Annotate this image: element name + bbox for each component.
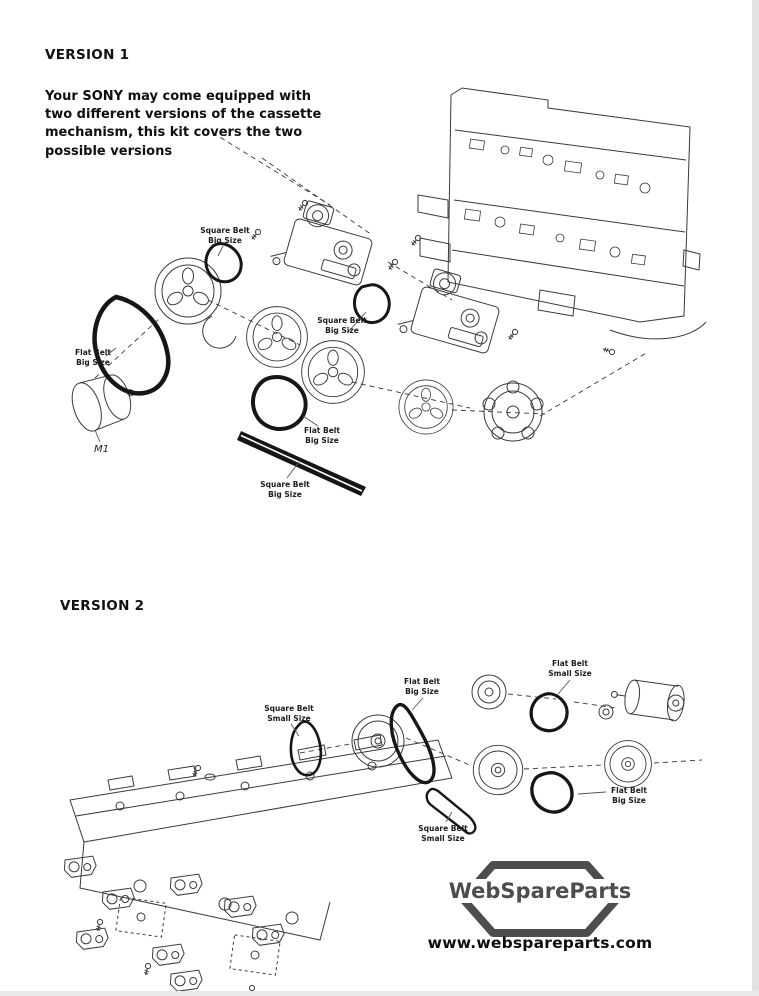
pulley-drum xyxy=(604,740,652,788)
belt-label-line: Flat Belt xyxy=(404,677,440,686)
belt-label-line: Flat Belt xyxy=(611,786,647,795)
top-pulley xyxy=(471,674,507,710)
belt-label-line: Small Size xyxy=(548,668,592,678)
belt-label-v2-flat-big-1: Flat Belt Big Size xyxy=(404,677,440,697)
version-2-belts xyxy=(289,692,574,835)
belt-label-v1-square-big-top: Square Belt Big Size xyxy=(200,226,250,246)
flat-belt-big-left xyxy=(92,294,171,396)
flat-belt-small xyxy=(529,692,569,733)
flywheel xyxy=(301,340,365,404)
belt-label-line: Small Size xyxy=(421,833,465,843)
square-belt-big-top xyxy=(204,242,243,284)
belt-label-v1-square-big-bottom: Square Belt Big Size xyxy=(260,480,310,500)
belt-label-v2-flat-small: Flat Belt Small Size xyxy=(548,659,591,679)
motor-pulley xyxy=(598,704,614,720)
gear-flywheel xyxy=(482,380,544,442)
screw xyxy=(601,345,616,356)
scan-edge-bottom xyxy=(0,991,759,996)
belt-label-line: Flat Belt xyxy=(75,348,111,357)
belt-label-v2-flat-big-2: Flat Belt Big Size xyxy=(611,786,647,806)
brand-name: WebSpareParts xyxy=(445,878,635,903)
screw xyxy=(249,227,263,242)
screw xyxy=(296,198,310,213)
mechanism-assembly-1 xyxy=(268,194,380,289)
pulley-bracket xyxy=(202,315,237,349)
belt-label-line: Big Size xyxy=(612,795,646,805)
belt-label-line: Square Belt xyxy=(260,480,310,489)
flywheel xyxy=(246,306,308,368)
flat-belt-big-center xyxy=(251,374,308,431)
version-2-drawing xyxy=(62,674,703,996)
motor-v2 xyxy=(610,679,685,722)
belt-label-line: Big Size xyxy=(76,357,110,367)
screw xyxy=(506,327,520,342)
belt-label-line: Big Size xyxy=(405,686,439,696)
belt-label-line: Square Belt xyxy=(317,316,367,325)
flywheel xyxy=(154,257,222,325)
pulley-drum xyxy=(472,744,524,796)
square-belt-small-2 xyxy=(425,787,477,835)
belt-label-v1-square-big-mid: Square Belt Big Size xyxy=(317,316,367,336)
version-1-description: Your SONY may come equipped with two dif… xyxy=(45,89,322,159)
chassis-rail xyxy=(69,734,453,941)
flywheel xyxy=(398,379,454,435)
version-1-drawing xyxy=(71,87,707,496)
leader-lines-v2 xyxy=(290,679,607,823)
belt-label-line: Square Belt xyxy=(264,704,314,713)
belt-label-line: Square Belt xyxy=(418,824,468,833)
version-1-belts xyxy=(92,242,391,496)
motor-m1 xyxy=(71,374,135,432)
assembly-axis-lines xyxy=(94,127,649,417)
leader-lines-v1 xyxy=(94,245,367,479)
version-2-title: VERSION 2 xyxy=(60,598,145,614)
scan-edge-right xyxy=(752,0,759,996)
motor-m1-label: M1 xyxy=(94,444,109,455)
belt-label-line: Small Size xyxy=(267,713,311,723)
assembly-axis-lines-v2 xyxy=(299,693,703,770)
screw xyxy=(386,257,400,272)
belt-label-line: Big Size xyxy=(268,489,302,499)
rear-chassis-plate xyxy=(417,87,707,340)
webspareparts-logo: WebSpareParts xyxy=(445,858,635,940)
square-belt-small-1 xyxy=(289,720,323,777)
belt-label-v1-flat-big-center: Flat Belt Big Size xyxy=(304,426,340,446)
belt-label-line: Flat Belt xyxy=(552,659,588,668)
belt-label-line: Square Belt xyxy=(200,226,250,235)
pulley-drum xyxy=(351,714,405,768)
version-1-title: VERSION 1 xyxy=(45,47,130,63)
belt-label-line: Big Size xyxy=(208,235,242,245)
flat-belt-big-2 xyxy=(530,771,574,814)
belt-label-line: Big Size xyxy=(325,325,359,335)
belt-label-v2-square-small-2: Square Belt Small Size xyxy=(418,824,468,844)
belt-label-line: Big Size xyxy=(305,435,339,445)
belt-label-v1-flat-big-left: Flat Belt Big Size xyxy=(75,348,111,368)
square-belt-big-mid xyxy=(353,283,391,324)
exploded-small-parts xyxy=(62,763,286,996)
website-url: www.webspareparts.com xyxy=(427,934,653,952)
belt-label-v2-square-small-1: Square Belt Small Size xyxy=(264,704,314,724)
belt-label-line: Flat Belt xyxy=(304,426,340,435)
flat-belt-big-1 xyxy=(389,702,436,785)
